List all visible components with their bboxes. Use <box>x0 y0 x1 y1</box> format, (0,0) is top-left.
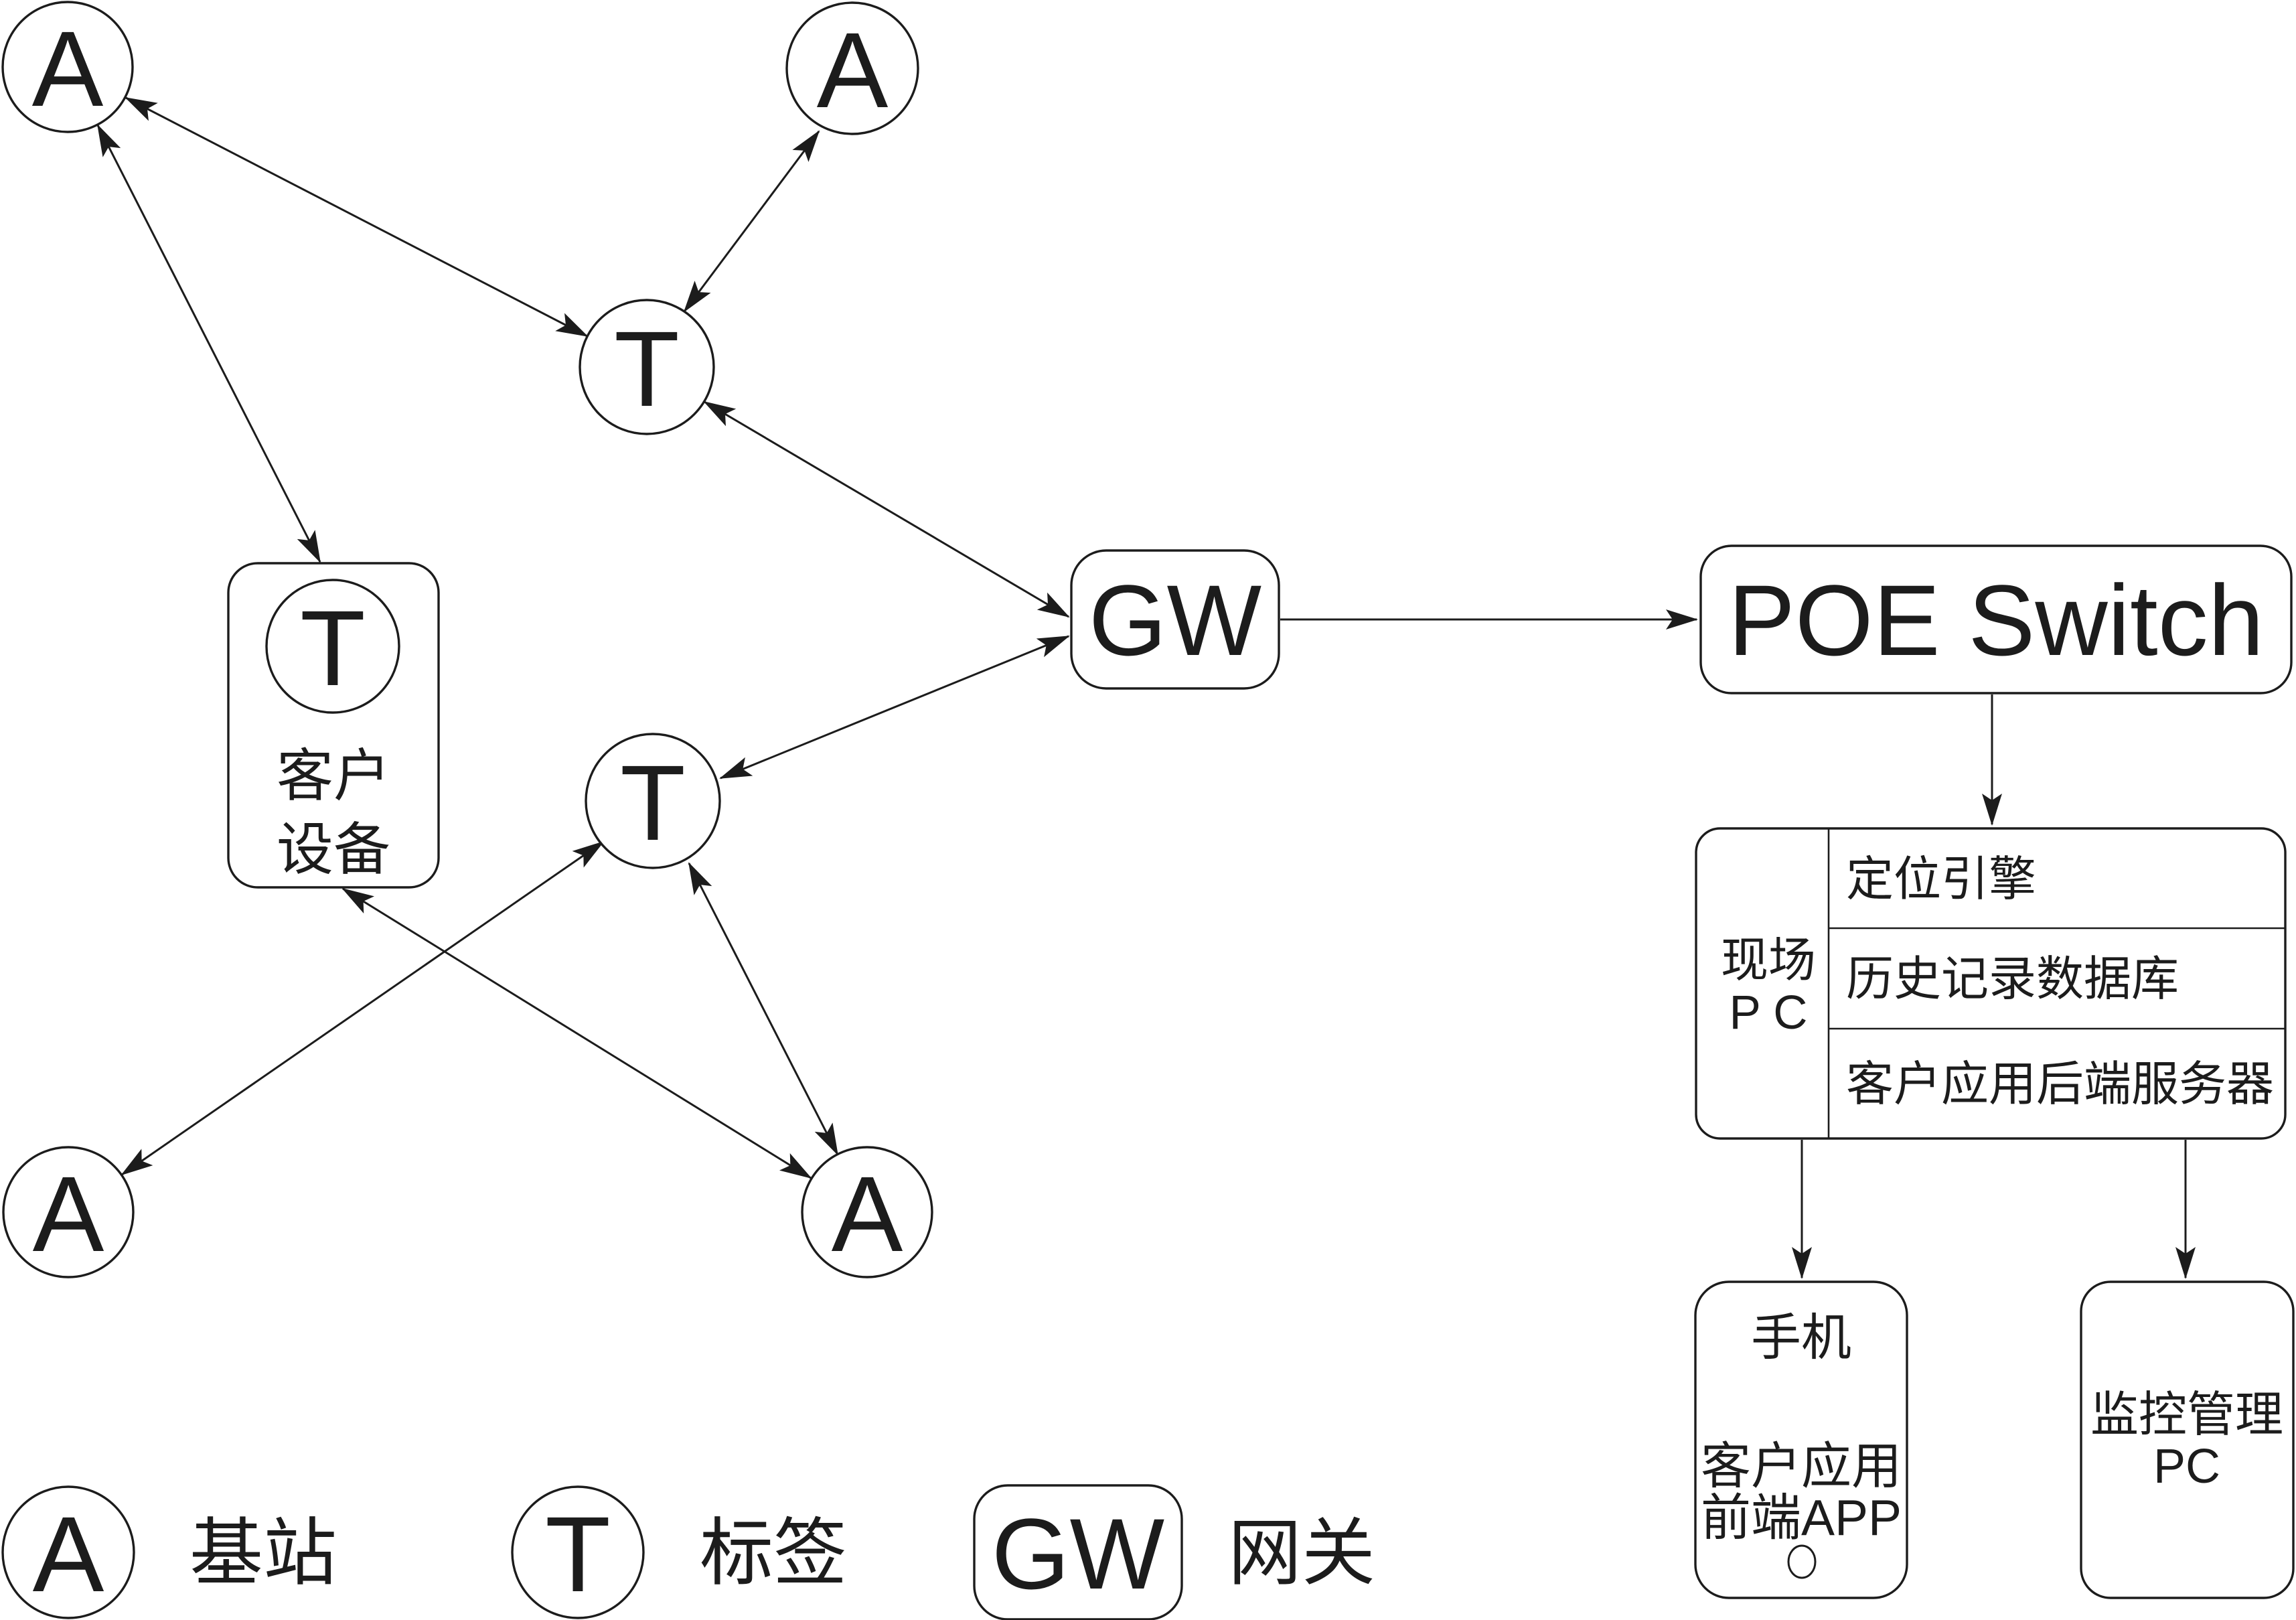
poe-switch-label: POE Switch <box>1728 564 2264 676</box>
gateway-outline <box>1070 549 1280 690</box>
anchor-circle <box>801 1146 933 1278</box>
tag-letter: T <box>614 309 680 429</box>
anchor-node-bottom-middle: A <box>801 1146 933 1278</box>
anchor-node-top-left: A <box>1 1 134 133</box>
monitor-pc-box: 监控管理 PC <box>2080 1280 2295 1599</box>
poe-switch-outline <box>1699 544 2293 694</box>
tag-circle <box>579 299 715 435</box>
tag-node-middle: T <box>585 733 721 869</box>
phone-app-line1: 客户应用 <box>1701 1438 1902 1494</box>
site-pc-header-line2: P C <box>1729 986 1807 1039</box>
customer-device-box: T 客户 设备 <box>227 562 440 889</box>
link-tag2-anchor4 <box>688 862 839 1156</box>
link-customer-device-anchor4 <box>341 887 812 1179</box>
anchor-circle <box>1 1485 135 1619</box>
link-anchor1-tag1 <box>125 96 589 338</box>
site-pc-row-history-database: 历史记录数据库 <box>1846 953 2179 1006</box>
legend-anchor-item: A 基站 <box>1 1485 337 1619</box>
wired-links <box>1280 609 2196 1279</box>
legend: A 基站 T 标签 GW 网关 <box>1 1484 1375 1620</box>
customer-device-label-line1: 客户 <box>277 745 390 808</box>
link-tag2-anchor3 <box>121 840 605 1176</box>
anchor-letter: A <box>832 1154 903 1274</box>
anchor-circle <box>1 1 134 133</box>
anchor-letter: A <box>33 1494 104 1614</box>
link-tag1-gateway <box>703 400 1070 618</box>
radio-links <box>96 96 1070 1179</box>
link-anchor2-tag1 <box>683 130 820 313</box>
legend-gateway-item: GW 网关 <box>973 1484 1375 1620</box>
anchor-letter: A <box>32 9 104 129</box>
poe-switch-box: POE Switch <box>1699 544 2293 694</box>
phone-title: 手机 <box>1751 1309 1851 1366</box>
tag-circle <box>511 1485 645 1619</box>
customer-device-label-line2: 设备 <box>277 818 390 882</box>
site-pc-header-line1: 现场 <box>1721 934 1816 987</box>
tag-letter: T <box>300 588 366 708</box>
monitor-pc-line2: PC <box>2153 1440 2220 1493</box>
anchor-letter: A <box>33 1154 104 1274</box>
legend-tag-item: T 标签 <box>511 1485 847 1619</box>
site-pc-row-backend-server: 客户应用后端服务器 <box>1846 1058 2274 1111</box>
tag-circle <box>585 733 721 869</box>
anchor-letter: A <box>817 10 889 130</box>
tag-letter: T <box>545 1494 611 1614</box>
gateway-outline <box>973 1484 1183 1620</box>
anchor-circle <box>785 1 919 135</box>
anchor-circle <box>2 1146 135 1278</box>
legend-gateway-label: 网关 <box>1228 1512 1375 1595</box>
gateway-label: GW <box>1089 564 1262 676</box>
phone-box: 手机 客户应用 前端APP <box>1694 1280 1908 1599</box>
tag-node-top: T <box>579 299 715 435</box>
tag-circle <box>265 579 400 714</box>
phone-app-line2: 前端APP <box>1701 1489 1902 1546</box>
gateway-box: GW <box>1070 549 1280 690</box>
site-pc-table: 现场 P C 定位引擎 历史记录数据库 客户应用后端服务器 <box>1695 827 2287 1140</box>
link-anchor1-customer-device <box>96 124 321 563</box>
anchor-node-bottom-left: A <box>2 1146 135 1278</box>
site-pc-row-positioning-engine: 定位引擎 <box>1846 853 2036 906</box>
phone-outline <box>1694 1280 1908 1599</box>
phone-home-button-icon <box>1787 1544 1817 1579</box>
gateway-label: GW <box>992 1497 1165 1610</box>
site-pc-outline <box>1695 827 2287 1140</box>
monitor-pc-line1: 监控管理 <box>2090 1388 2283 1442</box>
legend-anchor-label: 基站 <box>189 1512 337 1595</box>
legend-tag-label: 标签 <box>700 1512 847 1595</box>
tag-letter: T <box>620 743 686 863</box>
monitor-pc-outline <box>2080 1280 2295 1599</box>
link-tag2-gateway <box>719 635 1070 780</box>
anchor-node-top-middle: A <box>785 1 919 135</box>
